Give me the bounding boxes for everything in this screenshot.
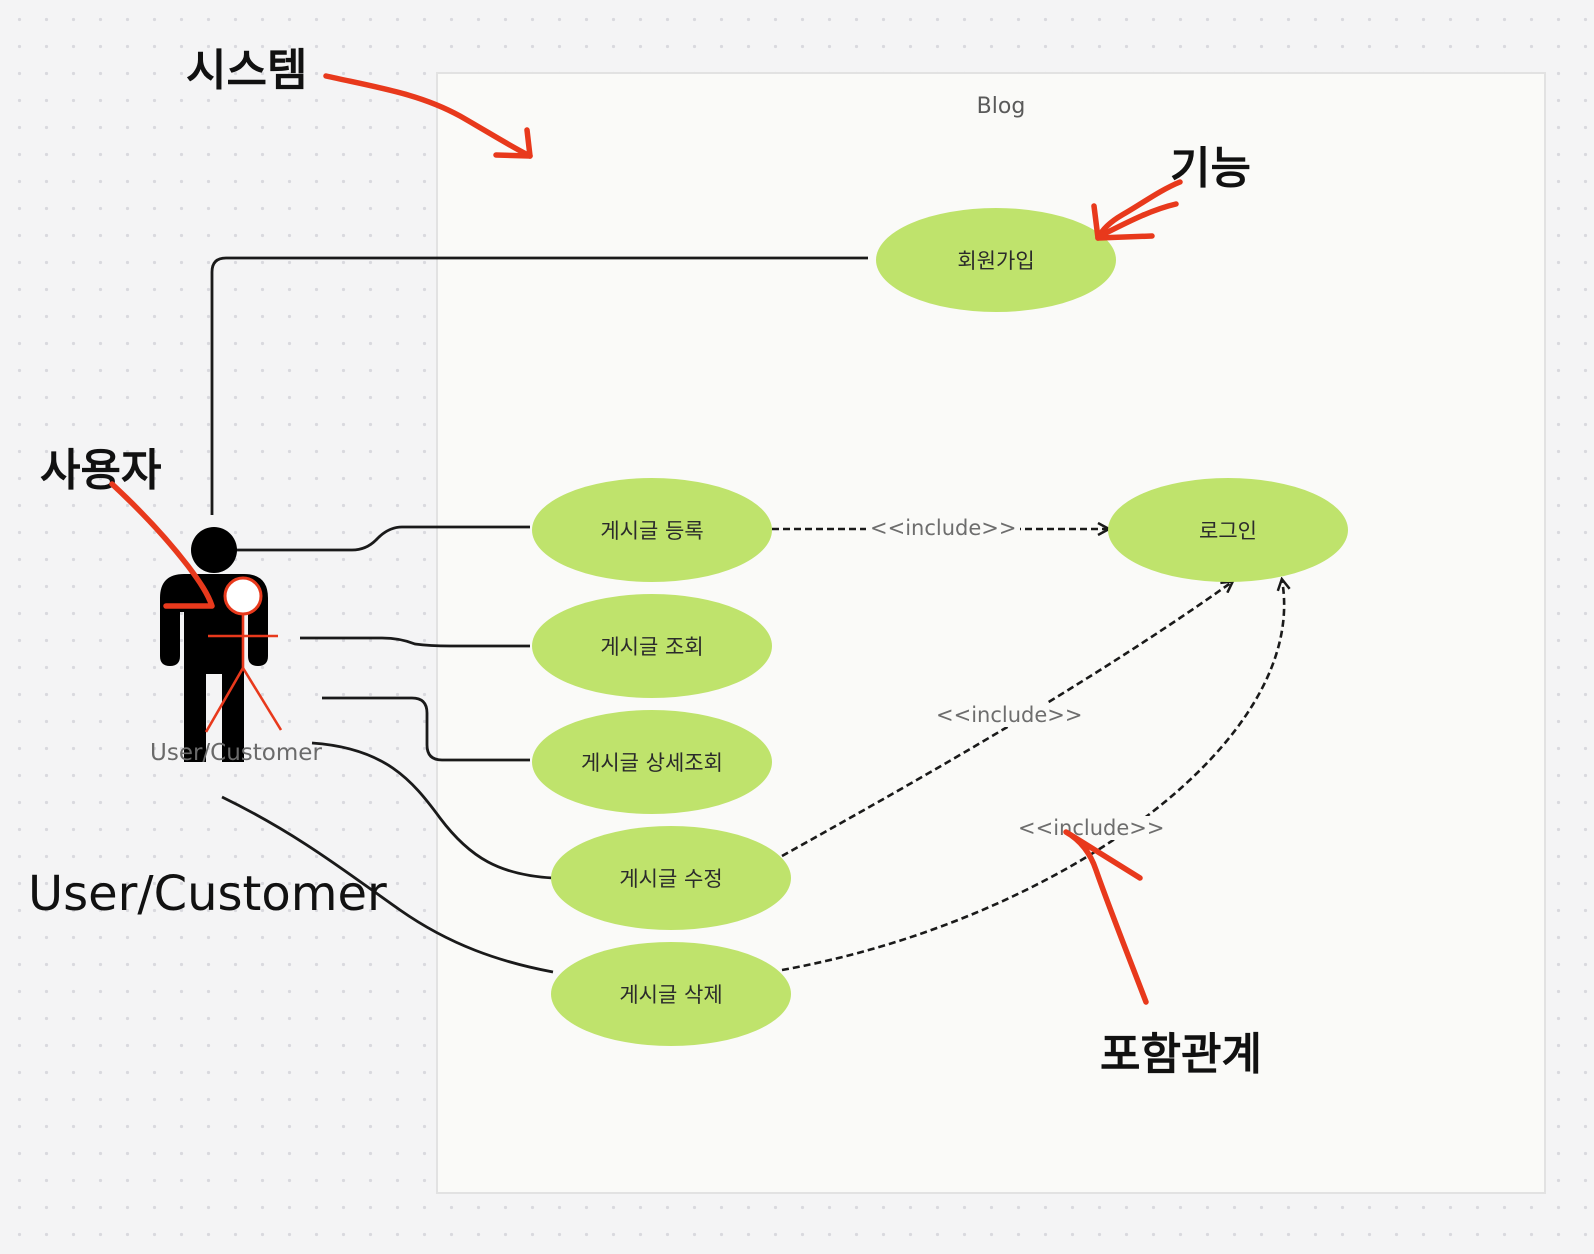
system-title: Blog (976, 94, 1026, 119)
association-signup (210, 256, 868, 515)
include-label-post-create: <<include>> (866, 516, 1021, 540)
usecase-post-delete-label: 게시글 삭제 (619, 983, 723, 1007)
usecase-login-label: 로그인 (1199, 519, 1257, 543)
association-post-delete (221, 795, 554, 974)
usecase-post-create-label: 게시글 등록 (600, 519, 704, 543)
association-post-view (300, 636, 530, 648)
association-post-detail (322, 696, 530, 762)
annotation-system: 시스템 (186, 45, 308, 96)
usecase-post-detail[interactable]: 게시글 상세조회 (532, 710, 772, 814)
usecase-post-view[interactable]: 게시글 조회 (532, 594, 772, 698)
actor-caption: User/Customer (150, 740, 322, 766)
usecase-post-edit-label: 게시글 수정 (619, 867, 723, 891)
association-post-create (230, 525, 530, 552)
actor-big-label: User/Customer (28, 866, 387, 922)
include-label-post-edit: <<include>> (932, 703, 1087, 727)
red-arrow-feature-stroke2 (1097, 201, 1179, 239)
actor-stick-figure-overlay (204, 576, 283, 733)
red-arrow-feature (1095, 179, 1183, 241)
usecase-post-view-label: 게시글 조회 (600, 635, 704, 659)
red-arrow-system-head (493, 127, 533, 159)
annotation-feature: 기능 (1170, 143, 1251, 194)
usecase-signup-label: 회원가입 (957, 249, 1035, 273)
usecase-post-create[interactable]: 게시글 등록 (532, 478, 772, 582)
include-label-post-delete: <<include>> (1014, 816, 1169, 840)
usecase-post-detail-label: 게시글 상세조회 (581, 751, 723, 775)
red-arrow-include (1063, 829, 1149, 1005)
red-arrow-system (323, 73, 533, 159)
red-arrow-feature-head (1091, 203, 1155, 241)
usecase-post-edit[interactable]: 게시글 수정 (551, 826, 791, 930)
include-arrow-post-edit (781, 582, 1232, 858)
actor-person-icon (160, 527, 268, 762)
usecase-signup[interactable]: 회원가입 (876, 208, 1116, 312)
usecase-login[interactable]: 로그인 (1108, 478, 1348, 582)
red-arrow-user (109, 481, 215, 609)
association-post-edit (311, 741, 554, 880)
usecase-post-delete[interactable]: 게시글 삭제 (551, 942, 791, 1046)
annotation-include-relation: 포함관계 (1100, 1029, 1262, 1080)
annotation-user: 사용자 (40, 445, 162, 496)
